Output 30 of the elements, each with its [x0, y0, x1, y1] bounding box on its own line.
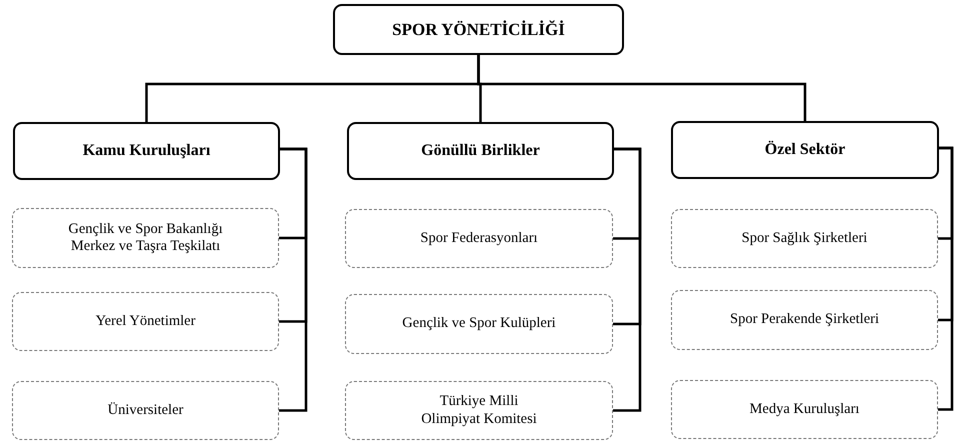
- box-label: SPOR YÖNETİCİLİĞİ: [392, 20, 565, 40]
- connector-line: [477, 55, 806, 121]
- category-box: [671, 121, 939, 179]
- category-box: [333, 4, 624, 55]
- item-box: [345, 294, 613, 354]
- item-box: [12, 208, 279, 268]
- box-label: Gençlik ve Spor Bakanlığı Merkez ve Taşra Teşkilatı: [67, 220, 224, 256]
- category-box: [13, 122, 280, 180]
- box-label: Türkiye Milli Olimpiyat Komitesi: [420, 393, 538, 428]
- connector-line: [279, 148, 308, 412]
- item-box: [671, 380, 938, 439]
- item-box: [671, 209, 938, 268]
- box-label: Özel Sektör: [764, 141, 846, 159]
- box-label: Medya Kuruluşları: [750, 400, 860, 418]
- item-box: [12, 292, 279, 351]
- box-label: Kamu Kuruluşları: [82, 142, 210, 160]
- category-box: [347, 122, 614, 180]
- connector-line: [938, 146, 954, 411]
- item-box: [12, 381, 279, 440]
- box-label: Gönüllü Birlikler: [421, 142, 540, 160]
- item-box: [671, 290, 938, 350]
- item-box: [345, 209, 613, 268]
- box-label: Yerel Yönetimler: [96, 312, 196, 330]
- box-label: Spor Federasyonları: [420, 230, 538, 248]
- item-box: [345, 381, 613, 440]
- box-label: Üniversiteler: [108, 402, 184, 420]
- connector-line: [613, 148, 642, 412]
- box-label: Gençlik ve Spor Kulüpleri: [402, 315, 556, 333]
- box-label: Spor Perakende Şirketleri: [730, 311, 879, 329]
- box-label: Spor Sağlık Şirketleri: [742, 230, 868, 248]
